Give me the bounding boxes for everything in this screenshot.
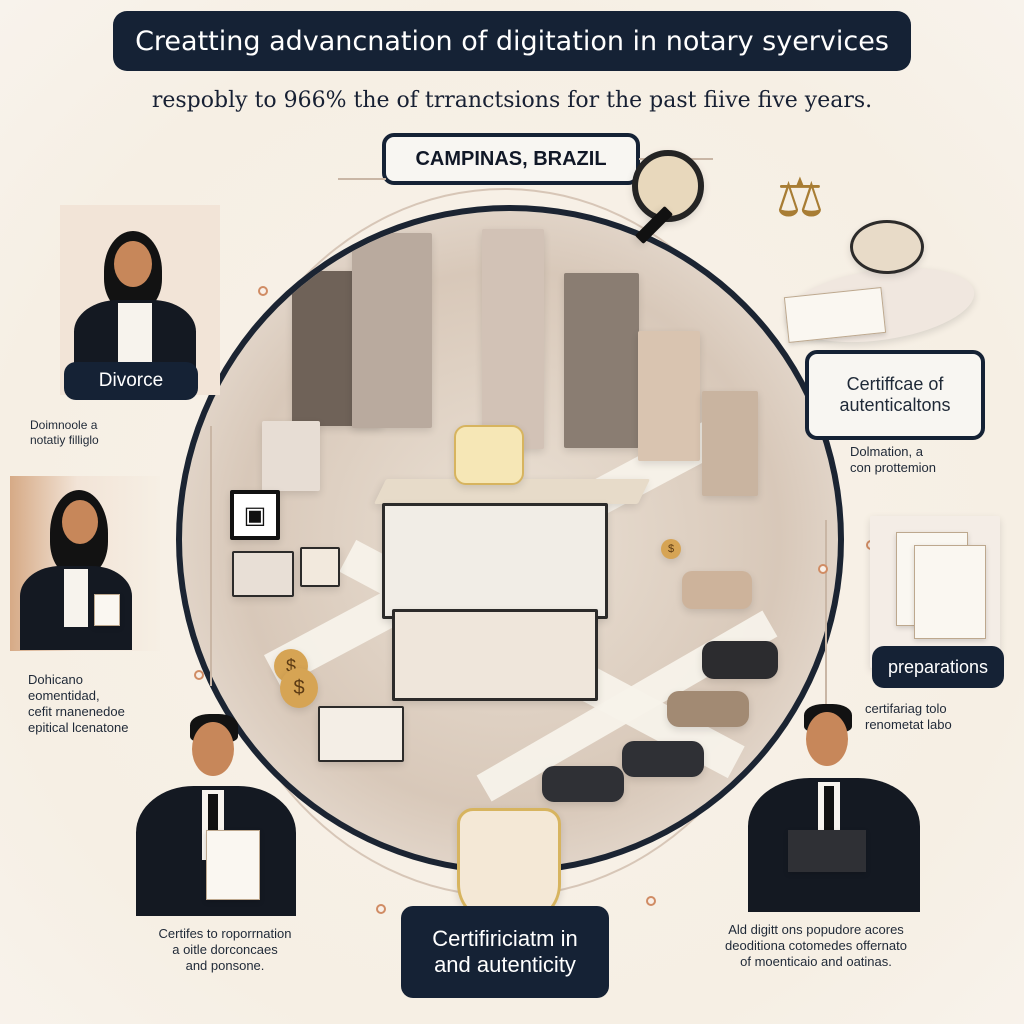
authenticity-label: Certifiriciatm in and autenticity <box>401 906 609 998</box>
document-stack <box>318 706 404 762</box>
seal-shield <box>454 425 524 485</box>
connector-dot <box>646 896 656 906</box>
connector-line <box>338 178 386 180</box>
building <box>482 229 544 449</box>
certificate-label: Certiffcae of autenticaltons <box>805 350 985 440</box>
bottom-right-note: Ald digitt ons popudore acores deodition… <box>676 922 956 970</box>
car <box>682 571 752 609</box>
face <box>62 500 98 544</box>
shirt <box>118 303 152 369</box>
courthouse-base <box>392 609 598 701</box>
label-line: autenticaltons <box>839 395 951 415</box>
building <box>262 421 320 491</box>
coin-icon: $ <box>661 539 681 559</box>
connector-dot <box>376 904 386 914</box>
page-title: Creatting advancnation of digitation in … <box>113 11 911 71</box>
note-line: a oitle dorconcaes <box>172 941 278 957</box>
tie <box>824 786 834 834</box>
car <box>702 641 778 679</box>
note-line: cefit rnanenedoe <box>28 703 125 719</box>
building <box>564 273 639 448</box>
note-line: Certifes to roporrnation <box>158 926 292 941</box>
shirt <box>64 569 88 627</box>
man-portrait-bottom-right <box>720 704 940 914</box>
note-line: epitical lcenatone <box>28 719 129 735</box>
connector-dot <box>258 286 268 296</box>
car <box>542 766 624 802</box>
note-line: eomentidad, <box>28 687 100 703</box>
location-label: CAMPINAS, BRAZIL <box>382 133 640 185</box>
note-line: Dohicano <box>28 672 83 687</box>
clipboard <box>788 830 866 872</box>
face <box>192 722 234 776</box>
note-line: Dolmation, a <box>850 444 923 459</box>
note-line: of moenticaio and oatinas. <box>740 953 892 969</box>
left-mid-note: Dohicano eomentidad, cefit rnanenedoe ep… <box>28 672 198 735</box>
note-line: Ald digitt ons popudore acores <box>728 922 904 937</box>
building <box>352 233 432 428</box>
man-portrait-bottom-left <box>120 714 310 916</box>
scales-icon: ⚖ <box>775 167 825 228</box>
note-line: con prottemion <box>850 459 936 475</box>
car <box>622 741 704 777</box>
divorce-label: Divorce <box>64 362 198 400</box>
woman-portrait-mid-left <box>10 476 160 651</box>
note-line: notatiy filliglo <box>30 432 99 447</box>
note-line: Doimnoole a <box>30 418 98 432</box>
connector-line <box>825 520 827 760</box>
seal-icon <box>850 220 924 274</box>
document <box>914 545 986 639</box>
face <box>114 241 152 287</box>
right-mid-note: Dolmation, a con prottemion <box>850 444 990 476</box>
shield-icon <box>457 808 561 924</box>
money-bag-icon: $ <box>280 668 318 708</box>
courthouse <box>382 503 608 619</box>
building <box>702 391 758 496</box>
label-line: Certiffcae of <box>846 374 944 394</box>
car <box>667 691 749 727</box>
note-line: deoditiona cotomedes offernato <box>725 937 907 953</box>
note-line: renometat labo <box>865 716 952 732</box>
document <box>94 594 120 626</box>
face <box>806 712 848 766</box>
connector-dot <box>818 564 828 574</box>
document-tile <box>300 547 340 587</box>
note-line: certifariag tolo <box>865 701 947 716</box>
note-line: and ponsone. <box>185 957 265 973</box>
preparations-label: preparations <box>872 646 1004 688</box>
right-low-note: certifariag tolo renometat labo <box>865 701 1015 733</box>
mailbox <box>232 551 294 597</box>
document <box>206 830 260 900</box>
connector-dot <box>194 670 204 680</box>
tie <box>208 794 218 842</box>
subtitle-text: respobly to 966% the of trranctsions for… <box>151 88 873 113</box>
bottom-left-note: Certifes to roporrnation a oitle dorconc… <box>130 926 320 974</box>
connector-line <box>210 426 212 686</box>
label-line: Certifiriciatm in <box>432 926 578 952</box>
building <box>638 331 700 461</box>
image-icon: ▣ <box>230 490 280 540</box>
label-line: and autenticity <box>434 952 576 977</box>
left-top-note: Doimnoole a notatiy filliglo <box>30 418 170 447</box>
